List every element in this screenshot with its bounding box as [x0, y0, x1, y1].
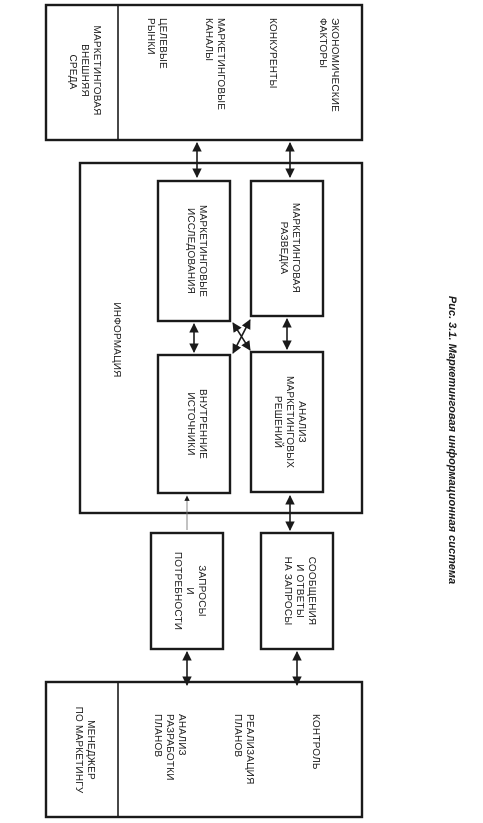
svg-text:КОНТРОЛЬ: КОНТРОЛЬ — [310, 714, 321, 770]
env-item-line: ЭКОНОМИЧЕСКИЕ — [329, 18, 340, 112]
svg-text:ИНФОРМАЦИЯ: ИНФОРМАЦИЯ — [111, 302, 122, 377]
intelligence-box — [249, 179, 325, 318]
arrow-cross-internal-intelligence — [232, 319, 251, 354]
env-item-marketing-channels: МАРКЕТИНГОВЫЕКАНАЛЫ — [203, 18, 226, 110]
env-item-line: КОНКУРЕНТЫ — [267, 18, 278, 89]
env-item-target-markets: ЦЕЛЕВЫЕРЫНКИ — [145, 18, 168, 69]
svg-text:СООБЩЕНИЯИ ОТВЕТЫНА ЗАПРОСЫ: СООБЩЕНИЯИ ОТВЕТЫНА ЗАПРОСЫ — [282, 557, 317, 626]
svg-text:КОНКУРЕНТЫ: КОНКУРЕНТЫ — [267, 18, 278, 89]
env-item-line: ФАКТОРЫ — [317, 18, 328, 68]
internal-sources-box — [156, 353, 232, 495]
svg-text:ЗАПРОСЫИПОТРЕБНОСТИ: ЗАПРОСЫИПОТРЕБНОСТИ — [172, 552, 207, 630]
messages-box — [259, 531, 335, 651]
svg-text:Рис. 3.1. Маркетинговая информ: Рис. 3.1. Маркетинговая информационная с… — [446, 296, 458, 584]
figure-caption: Рис. 3.1. Маркетинговая информационная с… — [446, 296, 458, 584]
svg-text:ВНУТРЕННИЕИСТОЧНИКИ: ВНУТРЕННИЕИСТОЧНИКИ — [185, 389, 208, 459]
intelligence-label: МАРКЕТИНГОВАЯРАЗВЕДКА — [278, 203, 301, 293]
env-item-competitors: КОНКУРЕНТЫ — [267, 18, 278, 89]
environment-title-line: СРЕДА — [67, 54, 78, 89]
environment-title-line: МАРКЕТИНГОВАЯ — [91, 25, 102, 115]
svg-text:ЦЕЛЕВЫЕРЫНКИ: ЦЕЛЕВЫЕРЫНКИ — [145, 18, 168, 69]
env-item-line: МАРКЕТИНГОВЫЕ — [215, 18, 226, 110]
messages-label: СООБЩЕНИЯИ ОТВЕТЫНА ЗАПРОСЫ — [282, 557, 317, 626]
env-item-economic-factors: ЭКОНОМИЧЕСКИЕФАКТОРЫ — [317, 18, 340, 112]
env-item-line: КАНАЛЫ — [203, 18, 214, 61]
requests-label: ЗАПРОСЫИПОТРЕБНОСТИ — [172, 552, 207, 630]
research-label: МАРКЕТИНГОВЫЕИССЛЕДОВАНИЯ — [185, 205, 208, 297]
env-item-line: РЫНКИ — [145, 18, 156, 55]
information-title: ИНФОРМАЦИЯ — [111, 302, 122, 377]
svg-text:МАРКЕТИНГОВЫЕИССЛЕДОВАНИЯ: МАРКЕТИНГОВЫЕИССЛЕДОВАНИЯ — [185, 205, 208, 297]
manager-item-control: КОНТРОЛЬ — [310, 714, 321, 770]
internal-sources-label: ВНУТРЕННИЕИСТОЧНИКИ — [185, 389, 208, 459]
research-box — [156, 179, 232, 323]
decision-analysis-label: АНАЛИЗМАРКЕТИНГОВЫХРЕШЕНИЙ — [272, 376, 307, 468]
manager-item-planning-analysis: АНАЛИЗРАЗРАБОТКИПЛАНОВ — [152, 714, 187, 781]
svg-text:МАРКЕТИНГОВЫЕКАНАЛЫ: МАРКЕТИНГОВЫЕКАНАЛЫ — [203, 18, 226, 110]
information-box — [78, 161, 364, 515]
svg-text:МАРКЕТИНГОВАЯ ВНЕШНЯЯ: МАРКЕТИНГОВАЯ ВНЕШНЯЯ СРЕДА — [67, 25, 102, 118]
environment-title-line: ВНЕШНЯЯ — [79, 44, 90, 97]
svg-text:АНАЛИЗРАЗРАБОТКИПЛАНОВ: АНАЛИЗРАЗРАБОТКИПЛАНОВ — [152, 714, 187, 781]
environment-title: МАРКЕТИНГОВАЯ ВНЕШНЯЯ СРЕДА — [67, 25, 102, 118]
decision-analysis-box — [249, 350, 325, 494]
env-item-line: ЦЕЛЕВЫЕ — [157, 18, 168, 69]
svg-text:ЭКОНОМИЧЕСКИЕФАКТОРЫ: ЭКОНОМИЧЕСКИЕФАКТОРЫ — [317, 18, 340, 112]
svg-text:АНАЛИЗМАРКЕТИНГОВЫХРЕШЕНИЙ: АНАЛИЗМАРКЕТИНГОВЫХРЕШЕНИЙ — [272, 376, 307, 468]
manager-item-plan-implementation: РЕАЛИЗАЦИЯПЛАНОВ — [232, 714, 255, 785]
svg-text:МАРКЕТИНГОВАЯРАЗВЕДКА: МАРКЕТИНГОВАЯРАЗВЕДКА — [278, 203, 301, 293]
environment-box — [44, 3, 364, 142]
manager-title: МЕНЕДЖЕРПО МАРКЕТИНГУ — [73, 707, 96, 794]
manager-box — [44, 680, 364, 819]
requests-box — [149, 531, 225, 651]
svg-text:МЕНЕДЖЕРПО МАРКЕТИНГУ: МЕНЕДЖЕРПО МАРКЕТИНГУ — [73, 707, 96, 794]
svg-text:РЕАЛИЗАЦИЯПЛАНОВ: РЕАЛИЗАЦИЯПЛАНОВ — [232, 714, 255, 785]
